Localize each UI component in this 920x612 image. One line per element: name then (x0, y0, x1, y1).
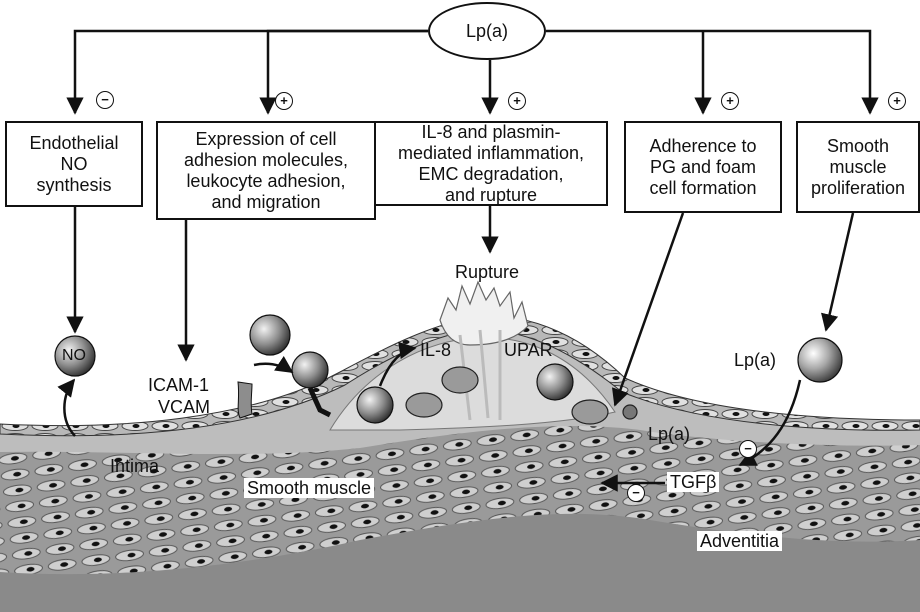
sign-adhesion: + (275, 92, 293, 110)
sign-smc: + (888, 92, 906, 110)
icam-label: ICAM-1 (148, 375, 209, 395)
lpa-top-node: Lp(a) (428, 2, 546, 60)
box-smooth-muscle-proliferation: Smooth muscle proliferation (796, 121, 920, 213)
vessel-wall (0, 282, 920, 612)
lpa-particle (798, 338, 842, 382)
il8-label: IL-8 (420, 340, 451, 360)
box-il8-inflammation: IL-8 and plasmin- mediated inflammation,… (374, 121, 608, 206)
adventitia-label: Adventitia (697, 531, 782, 551)
sign-foam: + (721, 92, 739, 110)
sign-il8: + (508, 92, 526, 110)
no-label: NO (62, 346, 86, 366)
vcam-label: VCAM (158, 397, 210, 417)
upar-label: UPAR (504, 340, 553, 360)
rupture-site (440, 282, 528, 345)
smooth-muscle-label: Smooth muscle (244, 478, 374, 498)
lpa-right-label: Lp(a) (734, 350, 776, 370)
box-endothelial-no-synthesis: Endothelial NO synthesis (5, 121, 143, 207)
sign-tgf-to-smc: − (627, 484, 645, 502)
rupture-label: Rupture (455, 262, 519, 282)
intima-label: Intima (110, 456, 159, 476)
lpa-vessel-label: Lp(a) (645, 424, 693, 444)
sign-endothelial: − (96, 91, 114, 109)
box-cell-adhesion: Expression of cell adhesion molecules, l… (156, 121, 376, 220)
tgfb-label: TGFβ (667, 472, 719, 492)
box-foam-cell: Adherence to PG and foam cell formation (624, 121, 782, 213)
sign-lpa-to-tgf: − (739, 440, 757, 458)
